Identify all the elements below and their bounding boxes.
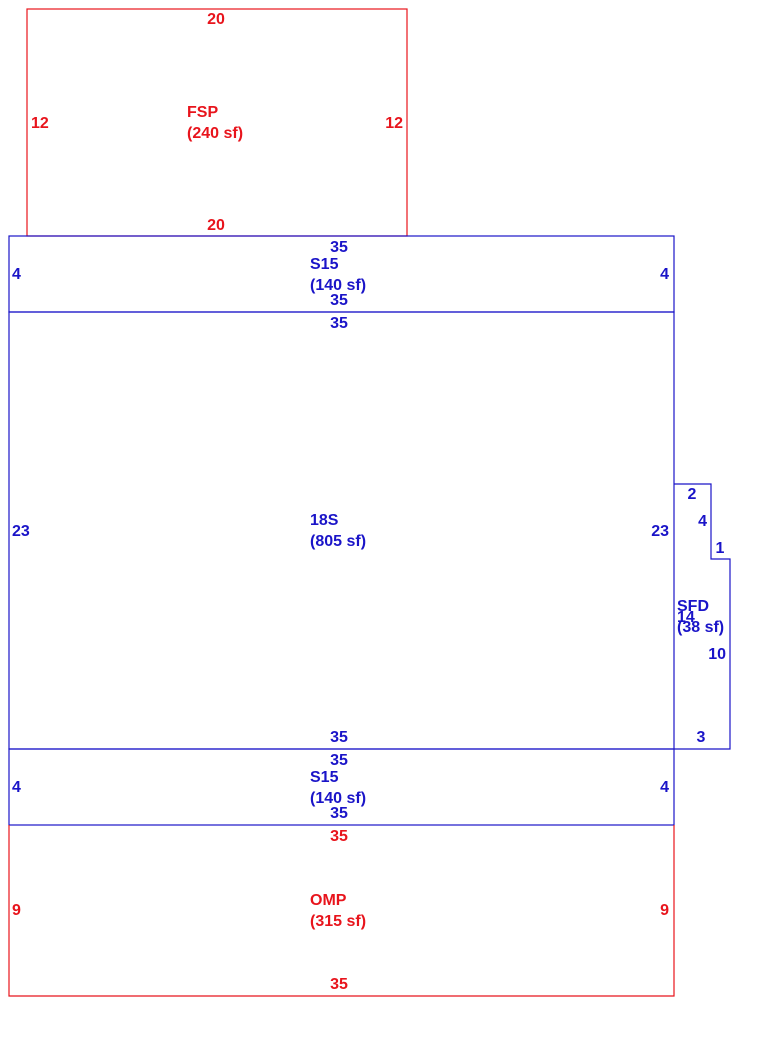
18s-right-dim: 23 xyxy=(651,523,669,540)
sfd-bottom-dim: 3 xyxy=(697,729,706,746)
s15-lower-left-dim: 4 xyxy=(12,779,21,796)
s15-upper-right-dim: 4 xyxy=(660,266,669,283)
omp-bottom-dim: 35 xyxy=(330,976,348,993)
s15-upper-bottom-dim: 35 xyxy=(330,292,348,309)
s15-lower-top-dim: 35 xyxy=(330,752,348,769)
omp-right-dim: 9 xyxy=(660,902,669,919)
s15-lower-code: S15 xyxy=(310,769,339,786)
s15-upper-code: S15 xyxy=(310,256,339,273)
section-omp: 35 35 9 9 OMP (315 sf) xyxy=(8,825,675,997)
sfd-step-h-dim: 1 xyxy=(716,540,725,557)
s15-upper-left-dim: 4 xyxy=(12,266,21,283)
omp-left-dim: 9 xyxy=(12,902,21,919)
sfd-top-dim: 2 xyxy=(688,486,697,503)
sfd-right-dim: 10 xyxy=(708,646,726,663)
omp-top-dim: 35 xyxy=(330,828,348,845)
section-sfd: 2 4 1 14 SFD (38 sf) 10 3 xyxy=(674,483,731,750)
18s-area: (805 sf) xyxy=(310,533,366,550)
18s-left-dim: 23 xyxy=(12,523,30,540)
section-s15-lower: 35 35 4 4 S15 (140 sf) xyxy=(8,748,675,826)
omp-outline xyxy=(8,825,675,997)
s15-lower-outline xyxy=(8,748,675,826)
sfd-code: SFD xyxy=(677,598,709,615)
section-18s: 35 35 23 23 18S (805 sf) xyxy=(8,311,675,750)
fsp-top-dim: 20 xyxy=(207,11,225,28)
s15-lower-bottom-dim: 35 xyxy=(330,805,348,822)
18s-bottom-dim: 35 xyxy=(330,729,348,746)
18s-outline xyxy=(8,311,675,750)
sfd-step-v-dim: 4 xyxy=(698,513,707,530)
fsp-left-dim: 12 xyxy=(31,115,49,132)
18s-code: 18S xyxy=(310,512,339,529)
fsp-area: (240 sf) xyxy=(187,125,243,142)
fsp-outline xyxy=(26,8,408,237)
fsp-bottom-dim: 20 xyxy=(207,217,225,234)
section-fsp: 20 20 12 12 FSP (240 sf) xyxy=(26,8,408,237)
sfd-left-dim: 14 xyxy=(677,609,695,626)
s15-upper-area: (140 sf) xyxy=(310,277,366,294)
s15-lower-right-dim: 4 xyxy=(660,779,669,796)
fsp-right-dim: 12 xyxy=(385,115,403,132)
sfd-area: (38 sf) xyxy=(677,619,724,636)
fsp-code: FSP xyxy=(187,104,218,121)
section-s15-upper: 35 35 4 4 S15 (140 sf) xyxy=(8,235,675,313)
omp-area: (315 sf) xyxy=(310,913,366,930)
s15-upper-top-dim: 35 xyxy=(330,239,348,256)
omp-code: OMP xyxy=(310,892,347,909)
18s-top-dim: 35 xyxy=(330,315,348,332)
sfd-outline xyxy=(674,483,731,750)
s15-lower-area: (140 sf) xyxy=(310,790,366,807)
